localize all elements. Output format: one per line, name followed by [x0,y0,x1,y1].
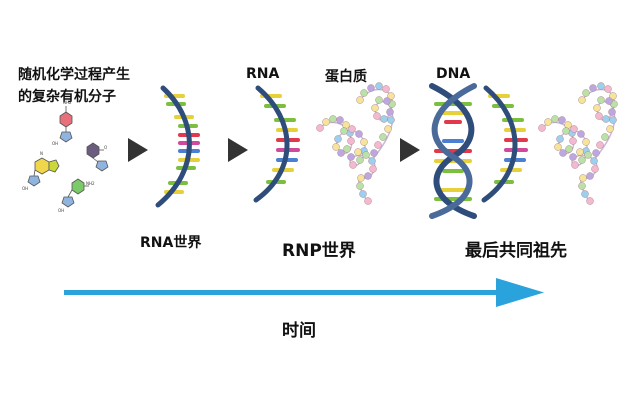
origin-label-line1: 随机化学过程产生 [18,67,130,83]
mol2-o: O [104,145,107,150]
stage-luca: 最后共同祖先 [465,241,567,261]
time-axis-label: 时间 [282,321,316,341]
stage-rnp-world: RNP世界 [282,241,356,261]
protein-chain-2 [538,82,618,205]
molecule-yellow: N OH [22,151,60,191]
mol4-nh2: NH2 [86,181,95,186]
molecule-red: NH2 OH [52,100,73,146]
mol1-oh: OH [52,141,58,146]
dna-double-helix [429,83,477,219]
protein-label: 蛋白质 [325,69,367,85]
molecule-green: NH2 OH [58,178,95,213]
mol4-oh: OH [58,208,64,213]
transition-arrow-3 [400,138,420,162]
stage-rna-world: RNA世界 [140,235,202,251]
transition-arrow-2 [228,138,248,162]
protein-chain-1 [316,82,396,205]
organic-molecules: NH2 OH O N OH NH2 OH [22,100,109,213]
mol3-oh: OH [22,186,28,191]
mol1-nh2: NH2 [63,100,72,105]
origin-label-line2: 的复杂有机分子 [18,89,116,105]
transition-arrow-1 [128,138,148,162]
dna-label: DNA [436,66,471,82]
rna-strand-3 [481,85,528,203]
rna-strand-2 [253,85,300,203]
rna-strand-1 [155,85,200,208]
mol3-n: N [40,151,43,156]
molecule-purple: O [86,142,109,172]
time-arrow [64,278,544,307]
rna-label: RNA [246,66,280,82]
